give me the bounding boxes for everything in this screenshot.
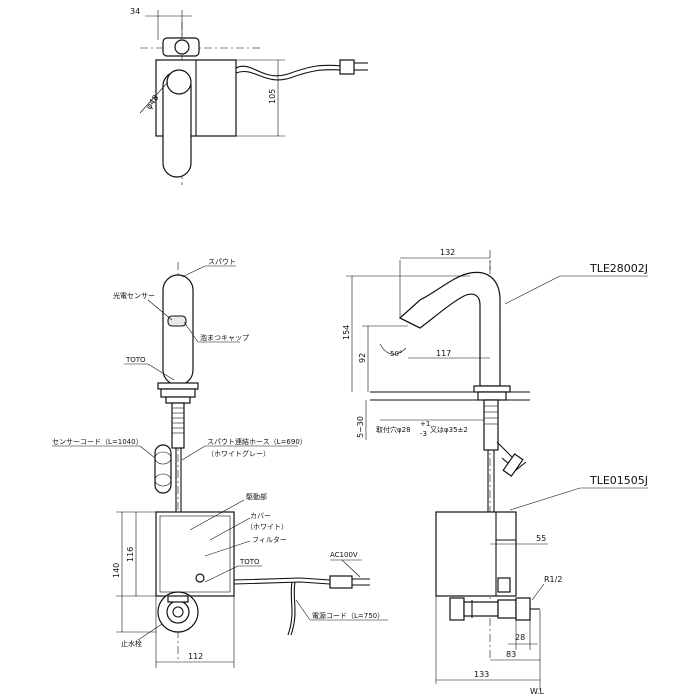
dim-112: 112 (188, 652, 203, 661)
label-hose: スパウト連結ホース（L=690） (207, 437, 307, 446)
dim-140: 140 (112, 563, 121, 578)
photo-sensor (167, 315, 187, 327)
side-view: 132 154 92 50° 117 5~30 取付穴φ28 +1 -3 又はφ… (342, 248, 648, 696)
dim-154: 154 (342, 325, 351, 340)
label-spout: スパウト (208, 258, 236, 266)
label-stop-valve: 止水栓 (121, 639, 142, 648)
model-spout: TLE28002J (589, 262, 648, 275)
dim-tol-lower: -3 (420, 430, 427, 438)
dim-83: 83 (506, 650, 516, 659)
dim-133: 133 (474, 670, 489, 679)
label-cover-color: （ホワイト） (246, 523, 288, 531)
label-power-cord: 電源コード（L=750） (312, 611, 384, 620)
label-sensor-cord: センサーコード（L=1040） (52, 438, 143, 446)
dim-92: 92 (358, 353, 367, 363)
label-cover: カバー (250, 512, 271, 520)
dim-28: 28 (515, 633, 525, 642)
front-plug (329, 575, 353, 589)
dim-r12: R1/2 (544, 575, 562, 584)
dim-132: 132 (440, 248, 455, 257)
model-unit: TLE01505J (589, 474, 648, 487)
label-drive-unit: 駆動部 (246, 492, 267, 501)
plug (339, 59, 355, 75)
label-sensor: 光電センサー (113, 291, 155, 300)
dim-117: 117 (436, 349, 451, 358)
dim-tol-upper: +1 (420, 420, 430, 428)
dim-105: 105 (268, 89, 277, 104)
dim-5-30: 5~30 (356, 416, 365, 438)
front-spout (162, 274, 194, 386)
label-toto-upper: TOTO (125, 356, 146, 364)
dim-50deg: 50° (390, 350, 402, 358)
dim-116: 116 (126, 547, 135, 562)
dim-55: 55 (536, 534, 546, 543)
side-spout (398, 271, 501, 387)
label-filter: フィルター (252, 535, 287, 544)
drive-box (155, 511, 235, 597)
top-power-cord (235, 64, 343, 77)
dim-34: 34 (130, 7, 140, 16)
label-hose-color: （ホワイトグレー） (207, 449, 270, 458)
dim-mount-hole: 取付穴φ28 (376, 425, 411, 434)
label-foam-cap: 泡まつキャップ (200, 333, 249, 342)
top-view: 34 φ48 105 (130, 7, 368, 185)
sensor-cord-coil (154, 444, 172, 494)
label-toto-lower: TOTO (239, 558, 260, 566)
front-view: 140 116 112 スパウト 光電センサー 泡まつキャップ TOTO センサ… (52, 258, 388, 668)
label-ac100v: AC100V (330, 551, 358, 559)
dim-hole-tail: 又はφ35±2 (430, 426, 468, 434)
wall-mark: W.L (530, 687, 545, 696)
